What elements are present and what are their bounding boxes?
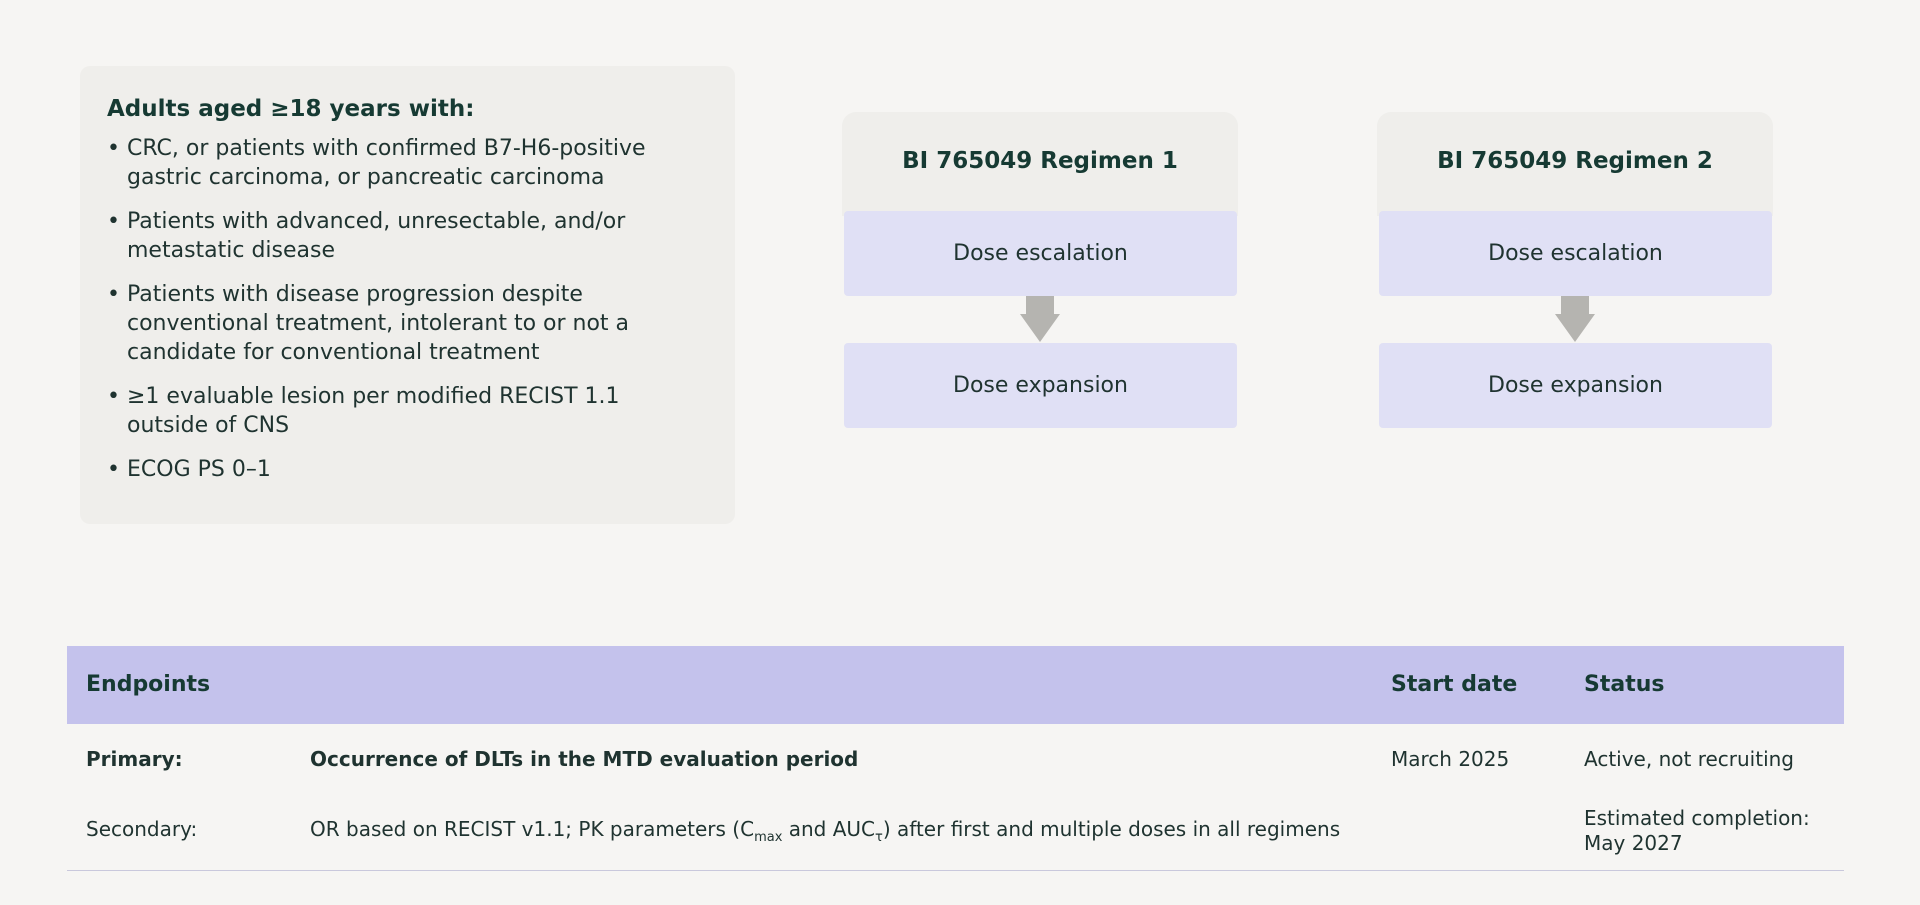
header-start-date: Start date [1391,672,1518,697]
secondary-description: OR based on RECIST v1.1; PK parameters (… [310,816,1341,845]
eligibility-criteria-list: CRC, or patients with confirmed B7-H6-po… [107,134,707,484]
secondary-status: Estimated completion: May 2027 [1584,806,1810,856]
regimen-2-dose-expansion: Dose expansion [1379,343,1772,428]
subscript-tau: τ [875,830,883,845]
regimen-2-header: BI 765049 Regimen 2 [1377,112,1773,216]
secondary-description-text: and AUC [782,817,876,841]
secondary-label: Secondary: [86,817,198,841]
regimen-2-title: BI 765049 Regimen 2 [1437,148,1713,174]
secondary-description-text: ) after first and multiple doses in all … [882,817,1341,841]
criterion-item: Patients with advanced, unresectable, an… [107,207,707,265]
primary-status: Active, not recruiting [1584,747,1794,771]
secondary-description-text: OR based on RECIST v1.1; PK parameters (… [310,817,755,841]
criterion-item: CRC, or patients with confirmed B7-H6-po… [107,134,707,192]
table-row-secondary: Secondary: OR based on RECIST v1.1; PK p… [67,794,1844,871]
eligibility-panel: Adults aged ≥18 years with: CRC, or pati… [80,66,735,524]
regimen-1-title: BI 765049 Regimen 1 [902,148,1178,174]
primary-description: Occurrence of DLTs in the MTD evaluation… [310,747,859,771]
regimen-1-card: BI 765049 Regimen 1 Dose escalation Dose… [842,112,1238,430]
criterion-item: Patients with disease progression despit… [107,280,707,367]
header-status: Status [1584,672,1665,697]
regimen-1-header: BI 765049 Regimen 1 [842,112,1238,216]
regimen-1-dose-expansion: Dose expansion [844,343,1237,428]
table-row-primary: Primary: Occurrence of DLTs in the MTD e… [67,724,1844,794]
header-endpoints: Endpoints [86,672,211,697]
criterion-item: ECOG PS 0–1 [107,455,707,484]
endpoints-table: Endpoints Start date Status Primary: Occ… [67,646,1844,871]
arrow-down-icon [1555,296,1595,342]
arrow-down-icon [1020,296,1060,342]
regimen-2-card: BI 765049 Regimen 2 Dose escalation Dose… [1377,112,1773,430]
regimen-1-dose-escalation: Dose escalation [844,211,1237,296]
primary-label: Primary: [86,747,183,771]
primary-start-date: March 2025 [1391,747,1510,771]
criterion-item: ≥1 evaluable lesion per modified RECIST … [107,382,707,440]
endpoints-table-header: Endpoints Start date Status [67,646,1844,724]
subscript-max: max [754,830,783,845]
estimated-completion-date: May 2027 [1584,831,1683,855]
estimated-completion-label: Estimated completion: [1584,806,1810,830]
regimen-2-dose-escalation: Dose escalation [1379,211,1772,296]
eligibility-title: Adults aged ≥18 years with: [107,96,475,122]
